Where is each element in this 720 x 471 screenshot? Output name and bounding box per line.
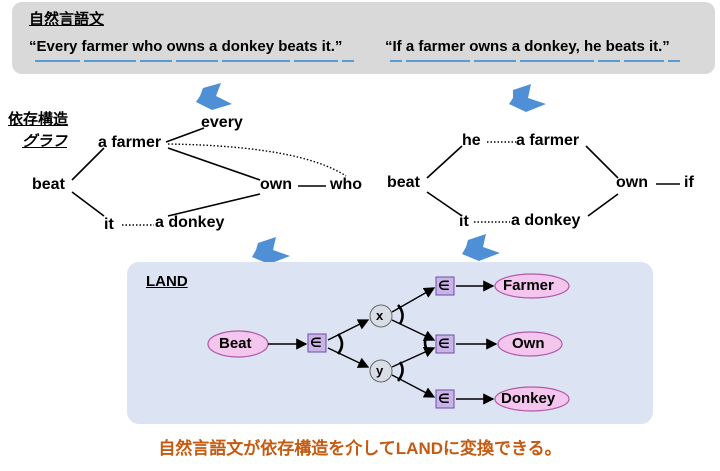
member-box-own: [435, 334, 455, 354]
member-box-farmer: [435, 276, 455, 296]
land-var-y: y: [376, 363, 384, 378]
node-a-farmer-left: a farmer: [98, 134, 162, 151]
member-box-center: [307, 333, 327, 353]
caption: 自然言語文が依存構造を介してLANDに変換できる。: [158, 439, 562, 458]
land-beat-label: Beat: [219, 335, 252, 352]
member-symbol-donkey: ∈: [438, 391, 450, 406]
land-var-x: x: [376, 308, 384, 323]
node-own-left: own: [260, 176, 292, 193]
graph-label-line1: 依存構造: [8, 111, 69, 128]
var-x-circle: [369, 304, 393, 328]
land-donkey-label: Donkey: [501, 390, 556, 407]
land-farmer-label: Farmer: [503, 277, 554, 294]
node-if: if: [684, 174, 694, 191]
node-beat-left: beat: [32, 176, 65, 193]
ellipse-own: [497, 331, 563, 357]
arrow-down-icon: [509, 84, 546, 112]
sentence-2: “If a farmer owns a donkey, he beats it.…: [385, 38, 670, 55]
node-beat-right: beat: [387, 174, 420, 191]
var-y-circle: [369, 359, 393, 383]
node-it-right: it: [459, 213, 469, 230]
land-title: LAND: [146, 273, 188, 290]
member-symbol-center: ∈: [310, 335, 322, 350]
node-it-left: it: [104, 216, 114, 233]
node-a-donkey-right: a donkey: [511, 212, 581, 229]
node-a-donkey-left: a donkey: [155, 214, 225, 231]
sentence-1: “Every farmer who owns a donkey beats it…: [29, 38, 343, 55]
arrow-down-icon: [196, 83, 232, 110]
land-own-label: Own: [512, 335, 545, 352]
node-he: he: [462, 132, 481, 149]
member-symbol-own: ∈: [438, 336, 450, 351]
arrow-down-icon: [252, 237, 290, 264]
node-own-right: own: [616, 174, 648, 191]
node-every: every: [201, 114, 243, 131]
node-a-farmer-right: a farmer: [516, 132, 580, 149]
node-who: who: [330, 176, 362, 193]
ellipse-farmer: [494, 273, 570, 299]
arrow-down-icon: [462, 234, 500, 261]
member-box-donkey: [435, 389, 455, 409]
graph-label-line2: グラフ: [22, 133, 68, 150]
natural-language-heading: 自然言語文: [29, 11, 105, 28]
ellipse-donkey: [494, 386, 570, 412]
member-symbol-farmer: ∈: [438, 278, 450, 293]
